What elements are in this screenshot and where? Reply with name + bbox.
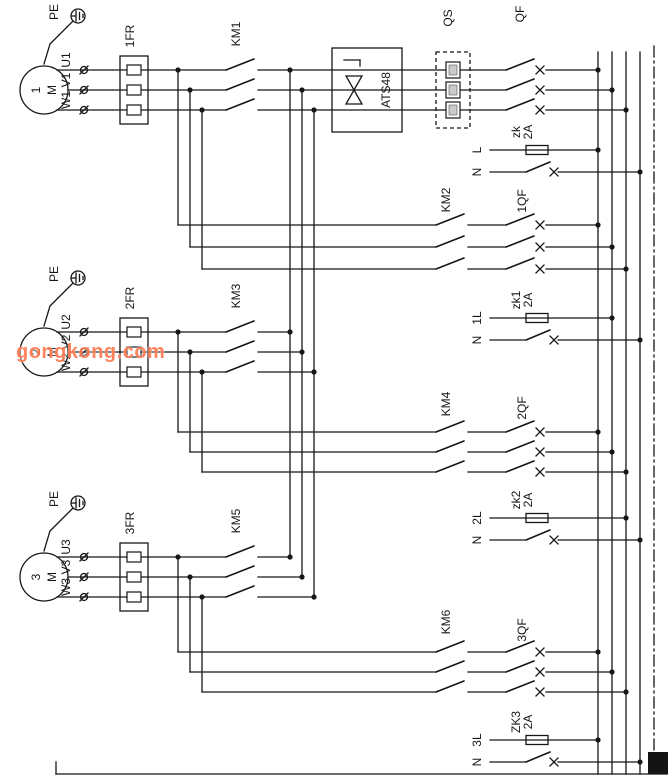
line-tap-label: 1L — [470, 311, 484, 325]
fuse-rating: 2A — [521, 493, 535, 508]
contactor-km2: KM2 — [435, 187, 465, 270]
neutral-tap-label: N — [470, 536, 484, 545]
breaker-2qf: 2QF — [505, 396, 545, 477]
thermal-relay-1fr: 1FR — [119, 24, 149, 125]
motor-2-circuit: PE 2 M U2 V2 W2 2FR — [19, 266, 641, 477]
motor-letter: M — [45, 572, 59, 582]
motor-2-terminals: U2 V2 W2 — [59, 314, 89, 377]
motor-number: 3 — [29, 573, 43, 580]
fuse-label: zk1 — [509, 290, 523, 309]
fuse-label: zk — [509, 125, 523, 138]
terminal-label: U1 — [59, 52, 73, 68]
contactor-km3: KM3 — [225, 283, 255, 373]
neutral-tap-label: N — [470, 758, 484, 767]
contactor-label: KM4 — [439, 391, 453, 416]
drawing-frame — [55, 752, 668, 775]
thermal-relay-label: 1FR — [123, 24, 137, 47]
breaker-label: 2QF — [515, 396, 529, 419]
fuse-icon — [525, 144, 549, 156]
contactor-label: KM3 — [229, 283, 243, 308]
breaker-label: 1QF — [515, 189, 529, 212]
terminal-label: W3 — [59, 578, 73, 596]
motor-1-terminals: U1 V1 W1 — [59, 52, 89, 115]
control-tap-2: zk1 2A 1L N — [470, 290, 641, 345]
pe-terminal-1: PE — [43, 4, 86, 65]
isolator-label: QS — [441, 9, 455, 26]
watermark: gongkong.com — [16, 341, 166, 363]
fuse-rating: 2A — [521, 293, 535, 308]
fuse-icon — [525, 512, 549, 524]
fuse-icon — [525, 312, 549, 324]
breaker-qf: QF — [505, 6, 545, 115]
motor-1-circuit: PE 1 M U1 V1 W1 — [19, 4, 641, 274]
isolator-qs: QS — [435, 9, 471, 129]
motor-letter: M — [45, 85, 59, 95]
pe-label: PE — [47, 4, 61, 20]
motor-3-terminals: U3 V3 W3 — [59, 539, 89, 602]
contactor-label: KM2 — [439, 187, 453, 212]
contactor-label: KM5 — [229, 508, 243, 533]
terminal-label: V2 — [59, 334, 73, 349]
line-tap-label: 3L — [470, 733, 484, 747]
bypass-circuit-1 — [177, 69, 627, 270]
contactor-label: KM1 — [229, 21, 243, 46]
control-tap-3: zk2 2A 2L N — [470, 490, 641, 545]
breaker-label: QF — [513, 6, 527, 23]
terminal-label: V1 — [59, 72, 73, 87]
motor-3-circuit: PE 3 M U3 V3 W3 3FR — [19, 490, 641, 697]
contactor-km5: KM5 — [225, 508, 255, 598]
fuse-rating: 2A — [521, 715, 535, 730]
line-tap-label: L — [470, 146, 484, 153]
motor-letter: M — [45, 347, 59, 357]
terminal-label: U3 — [59, 539, 73, 555]
bypass-circuit-3 — [177, 556, 627, 693]
line-tap-label: 2L — [470, 511, 484, 525]
terminal-label: W2 — [59, 353, 73, 371]
contactor-km6: KM6 — [435, 609, 465, 693]
phase-wires-motor-3 — [56, 556, 315, 598]
terminal-label: U2 — [59, 314, 73, 330]
breaker-label: 3QF — [515, 618, 529, 641]
breaker-3qf: 3QF — [505, 618, 545, 697]
power-bus-lines — [597, 45, 655, 775]
breaker-1qf: 1QF — [505, 189, 545, 274]
terminal-label: V3 — [59, 559, 73, 574]
control-tap-1: zk 2A L N — [470, 125, 641, 177]
soft-starter-ats48: ATS48 — [331, 47, 403, 133]
neutral-tap-label: N — [470, 336, 484, 345]
thermal-relay-label: 2FR — [123, 286, 137, 309]
fuse-icon — [525, 734, 549, 746]
pe-terminal-3: PE — [43, 491, 86, 552]
contactor-km4: KM4 — [435, 391, 465, 473]
contactor-km1: KM1 — [225, 21, 255, 111]
motor-number: 1 — [29, 86, 43, 93]
thermal-relay-3fr: 3FR — [119, 511, 149, 612]
fuse-rating: 2A — [521, 125, 535, 140]
terminal-label: W1 — [59, 91, 73, 109]
pe-label: PE — [47, 266, 61, 282]
thermal-relay-label: 3FR — [123, 511, 137, 534]
frame-corner-block — [648, 752, 668, 774]
pe-label: PE — [47, 491, 61, 507]
thermal-relay-2fr: 2FR — [119, 286, 149, 387]
fuse-label: ZK3 — [509, 711, 523, 733]
soft-starter-feed-wires — [289, 69, 315, 598]
soft-starter-label: ATS48 — [379, 72, 393, 108]
thyristor-icon — [343, 59, 364, 105]
bypass-circuit-2 — [177, 331, 627, 473]
motor-number: 2 — [29, 348, 43, 355]
junction-dots — [175, 67, 643, 765]
contactor-label: KM6 — [439, 609, 453, 634]
pe-terminal-2: PE — [43, 266, 86, 327]
control-tap-4: ZK3 2A 3L N — [470, 711, 641, 767]
neutral-tap-label: N — [470, 168, 484, 177]
fuse-label: zk2 — [509, 490, 523, 509]
